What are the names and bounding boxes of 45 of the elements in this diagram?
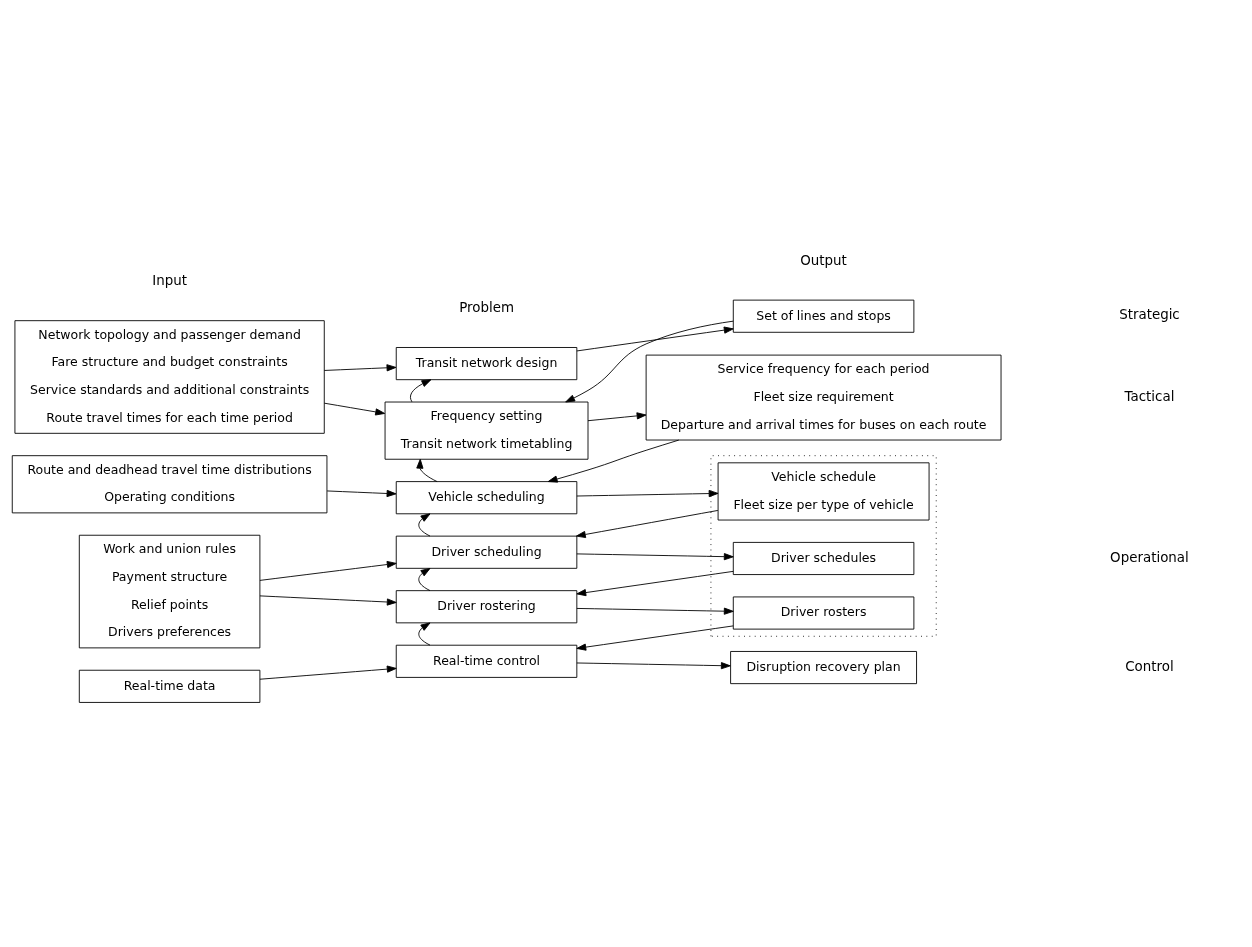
node-box: Real-time control <box>395 644 578 678</box>
arrow <box>587 411 647 421</box>
arrow <box>576 570 734 596</box>
arrow <box>575 509 719 538</box>
arrow <box>576 552 734 560</box>
node-box: Driver schedules <box>732 541 915 575</box>
arrow <box>576 607 734 615</box>
arrow <box>418 512 431 536</box>
label: Output <box>800 252 847 268</box>
arrow <box>576 489 719 497</box>
node-box: Set of lines and stops <box>732 299 915 333</box>
label: Operational <box>1110 549 1189 565</box>
node-box: Disruption recovery plan <box>730 650 917 684</box>
node-box: Transit network design <box>395 346 578 380</box>
label: Input <box>152 272 187 288</box>
arrow <box>418 567 431 591</box>
arrow <box>323 363 397 371</box>
node-box: Frequency setting Transit network timetabling <box>384 401 589 460</box>
label: Strategic <box>1119 306 1180 322</box>
arrow <box>259 594 397 606</box>
node-box: Work and union rules Payment structure Relief points Drivers preferences <box>78 534 261 648</box>
node-box: Service frequency for each period Fleet size requirement Departure and arrival times for buses on each route <box>645 354 1002 440</box>
arrow <box>418 622 431 646</box>
arrow <box>259 665 397 680</box>
arrow <box>547 439 680 483</box>
node-box: Route and deadhead travel time distributions Operating conditions <box>11 454 328 513</box>
arrow <box>323 402 386 415</box>
arrow <box>416 458 438 482</box>
node-box: Vehicle schedule Fleet size per type of vehicle <box>717 461 930 520</box>
arrow <box>576 624 734 651</box>
label: Tactical <box>1124 388 1175 404</box>
arrow <box>576 661 731 669</box>
arrow <box>259 560 397 581</box>
arrow <box>576 326 734 351</box>
node-box: Network topology and passenger demand Fare structure and budget constraints Service standards and additional constraints Route travel times for each time period <box>14 319 325 434</box>
arrow <box>326 489 397 497</box>
arrow <box>565 320 734 402</box>
arrow <box>410 378 432 402</box>
node-box: Driver rosters <box>732 596 915 630</box>
node-box: Vehicle scheduling <box>395 480 578 514</box>
node-box: Driver scheduling <box>395 535 578 569</box>
node-box: Driver rostering <box>395 589 578 623</box>
node-box: Real-time data <box>78 669 261 703</box>
label: Control <box>1125 658 1174 674</box>
label: Problem <box>459 299 514 315</box>
